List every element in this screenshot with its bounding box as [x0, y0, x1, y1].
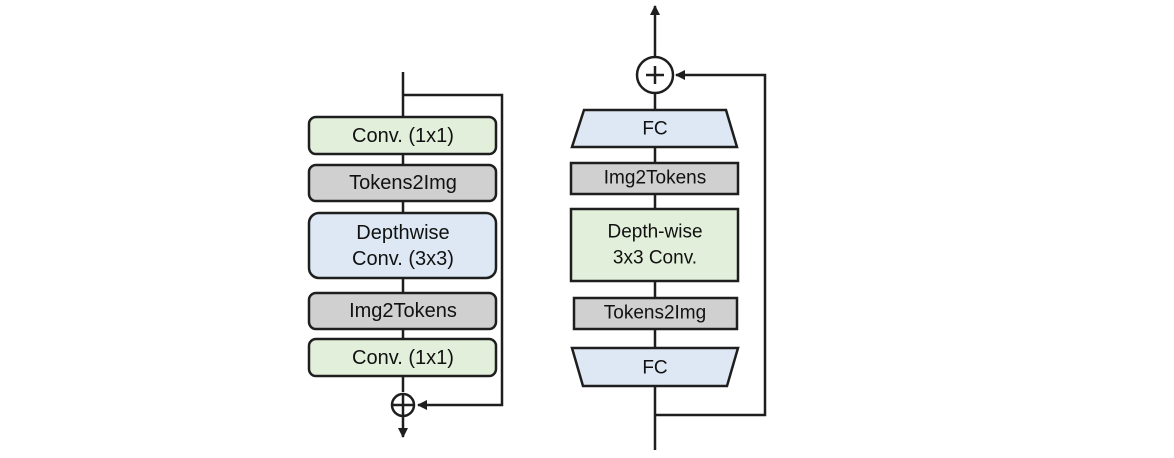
right-depthwise-box: Depth-wise 3x3 Conv.	[569, 207, 740, 283]
right-tokens2img-label: Tokens2Img	[604, 303, 706, 324]
left-tokens2img-label: Tokens2Img	[349, 172, 457, 194]
right-fc-bottom-label: FC	[642, 358, 667, 379]
left-conv-top-box: Conv. (1x1)	[307, 115, 498, 156]
left-tokens2img-box: Tokens2Img	[307, 163, 498, 203]
left-depthwise-box: Depthwise Conv. (3x3)	[307, 211, 498, 280]
left-img2tokens-box: Img2Tokens	[307, 291, 498, 331]
left-depthwise-label-line1: Depthwise	[356, 222, 449, 244]
right-depthwise-label-line2: 3x3 Conv.	[613, 248, 697, 269]
left-img2tokens-label: Img2Tokens	[349, 300, 457, 322]
left-conv-top-label: Conv. (1x1)	[352, 125, 454, 147]
left-depthwise-label-line2: Conv. (3x3)	[352, 248, 454, 270]
right-fc-top-label: FC	[642, 119, 667, 140]
right-skip-connection	[655, 70, 767, 417]
right-depthwise-label-line1: Depth-wise	[607, 222, 702, 243]
right-fc-top-box: FC	[570, 108, 739, 149]
left-add-node-icon	[390, 392, 416, 418]
right-img2tokens-label: Img2Tokens	[604, 168, 706, 189]
left-block: Conv. (1x1) Tokens2Img Depthwise Conv. (…	[307, 72, 504, 438]
left-skip-connection	[403, 93, 504, 410]
left-conv-bottom-label: Conv. (1x1)	[352, 347, 454, 369]
right-add-node-icon	[635, 55, 675, 95]
left-conv-bottom-box: Conv. (1x1)	[307, 337, 498, 378]
right-img2tokens-box: Img2Tokens	[569, 161, 740, 196]
right-tokens2img-box: Tokens2Img	[572, 296, 739, 331]
right-fc-bottom-box: FC	[570, 346, 740, 388]
right-block: FC Img2Tokens Depth-wise 3x3 Conv. Token…	[569, 5, 767, 450]
